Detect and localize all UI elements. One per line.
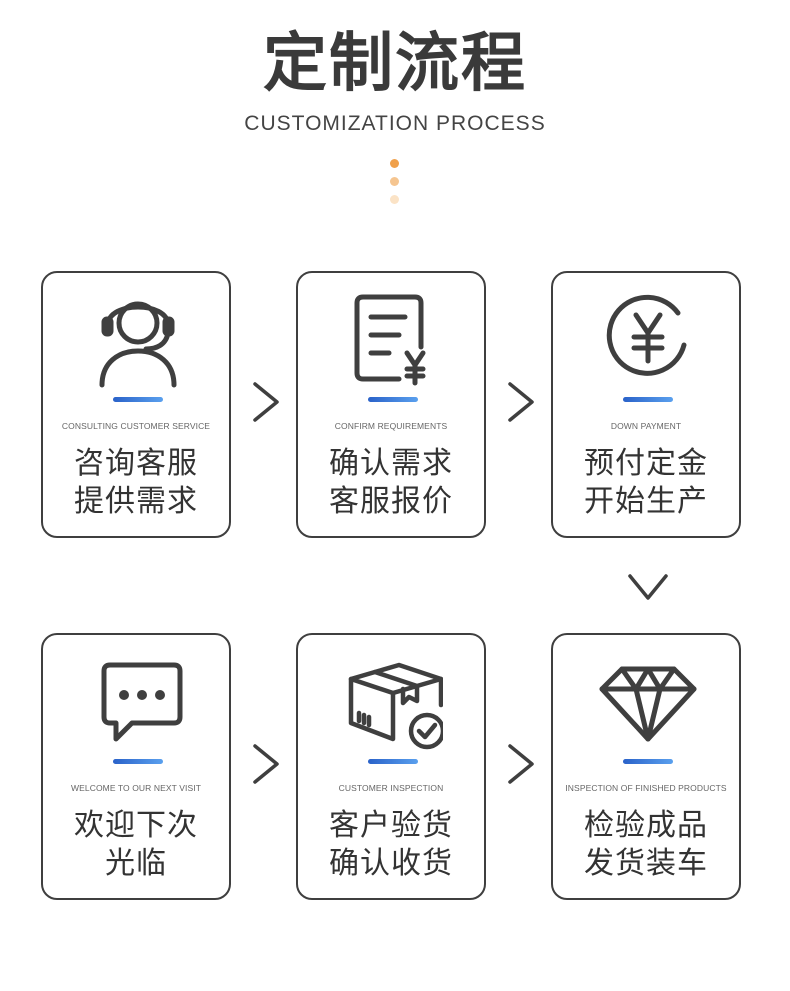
accent-bar [623, 759, 673, 764]
package-check-icon [348, 662, 443, 750]
chevron-right-icon [508, 744, 534, 784]
accent-bar [368, 397, 418, 402]
step-card-consulting: CONSULTING CUSTOMER SERVICE 咨询客服提供需求 [41, 271, 231, 538]
customer-service-headset-icon [99, 301, 177, 388]
chevron-right-icon [253, 744, 279, 784]
step-card-confirm: CONFIRM REQUIREMENTS 确认需求客服报价 [296, 271, 486, 538]
step-en-label: INSPECTION OF FINISHED PRODUCTS [565, 783, 727, 793]
decor-dot-2 [390, 177, 399, 186]
yuan-coin-icon [606, 294, 687, 376]
page-title: 定制流程 [263, 27, 527, 101]
step-cn-label: 检验成品发货装车 [584, 808, 708, 881]
step-card-inspection: CUSTOMER INSPECTION 客户验货确认收货 [296, 633, 486, 900]
chat-bubble-icon [101, 662, 183, 742]
chevron-right-icon [508, 382, 534, 422]
decor-dot-3 [390, 195, 399, 204]
step-en-label: CUSTOMER INSPECTION [338, 783, 444, 793]
step-en-label: CONSULTING CUSTOMER SERVICE [61, 421, 211, 431]
step-card-payment: DOWN PAYMENT 预付定金开始生产 [551, 271, 741, 538]
step-en-label: CONFIRM REQUIREMENTS [334, 421, 448, 431]
step-cn-label: 客户验货确认收货 [329, 808, 453, 881]
chevron-down-icon [628, 574, 668, 600]
chevron-right-icon [253, 382, 279, 422]
step-en-label: WELCOME TO OUR NEXT VISIT [70, 783, 202, 793]
diamond-icon [599, 666, 697, 742]
accent-bar [368, 759, 418, 764]
step-cn-label: 预付定金开始生产 [584, 446, 708, 519]
step-card-welcome: WELCOME TO OUR NEXT VISIT 欢迎下次光临 [41, 633, 231, 900]
page-subtitle: CUSTOMIZATION PROCESS [244, 112, 546, 135]
accent-bar [623, 397, 673, 402]
step-cn-label: 咨询客服提供需求 [74, 446, 198, 519]
step-card-finished-products: INSPECTION OF FINISHED PRODUCTS 检验成品发货装车 [551, 633, 741, 900]
step-cn-label: 欢迎下次光临 [74, 808, 198, 881]
accent-bar [113, 397, 163, 402]
step-cn-label: 确认需求客服报价 [329, 446, 453, 519]
decor-dot-1 [390, 159, 399, 168]
step-en-label: DOWN PAYMENT [610, 421, 682, 431]
quotation-document-icon [354, 294, 426, 386]
accent-bar [113, 759, 163, 764]
